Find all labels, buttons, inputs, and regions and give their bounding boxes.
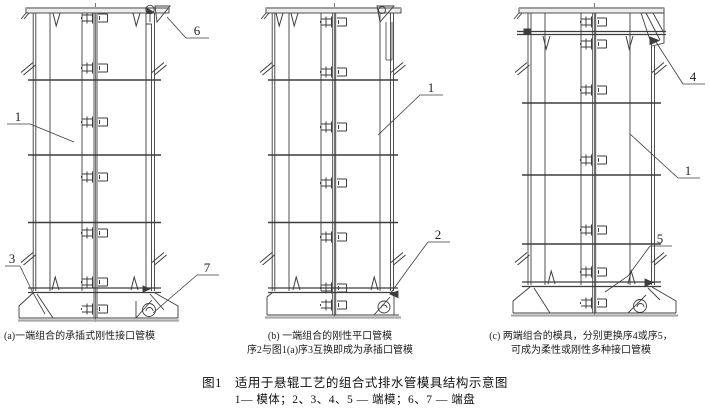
part-label-number: 5 <box>657 231 664 246</box>
mold-a-shell-lines <box>32 13 155 318</box>
mold-c-base-flare <box>511 270 678 317</box>
figure-legend: 1— 模体；2、3、4、5 — 端模；6、7 — 端盘 <box>234 394 476 406</box>
mold-a-callouts: 1 3 6 7 <box>5 16 219 315</box>
mold-b-seam-clamps <box>320 16 347 311</box>
part-callout-c-4: 4 <box>655 41 705 85</box>
part-callout-c-5: 5 <box>604 231 672 293</box>
part-label-number: 6 <box>194 23 201 38</box>
part-callout-b-1: 1 <box>377 80 443 136</box>
mold-a-seam-clamps <box>81 12 108 315</box>
part-label-number: 4 <box>690 69 697 84</box>
part-label-number: 3 <box>9 251 16 266</box>
panel-c-caption-line1: (c) 两端组合的模具，分别更换序4或序5， <box>489 331 673 342</box>
panel-b-caption-line1: (b) 一端组合的刚性平口管模 <box>267 331 393 342</box>
part-callout-c-1: 1 <box>629 133 700 179</box>
mold-b-top-plate <box>260 7 402 27</box>
part-callout-a-6: 6 <box>166 16 209 39</box>
part-label-number: 1 <box>685 163 692 178</box>
pipe-mold-drawing-a: 1 3 6 7 <box>5 3 219 322</box>
mold-b-shell-lines <box>271 13 394 315</box>
mold-b-base <box>265 276 401 319</box>
part-callout-a-3: 3 <box>5 251 46 315</box>
part-callout-b-2: 2 <box>389 227 450 295</box>
panel-a-caption: (a)一端组合的承插式刚性接口管模 <box>0 330 164 344</box>
mold-c-end-piece-4 <box>640 12 665 47</box>
pipe-mold-drawing-b: 1 2 <box>259 3 450 319</box>
diagram-canvas: 1 3 6 7 <box>5 3 705 322</box>
panel-c-caption: (c) 两端组合的模具，分别更换序4或序5， 可成为柔性或刚性多种接口管模 <box>452 330 710 358</box>
mold-b-end-disc <box>376 5 395 61</box>
figure-title: 图1 适用于悬辊工艺的组合式排水管模具结构示意图 <box>202 376 508 390</box>
panel-a-caption-line1: (a)一端组合的承插式刚性接口管模 <box>4 331 156 342</box>
mold-c-callouts: 4 1 5 <box>604 41 705 293</box>
panel-b-caption: (b) 一端组合的刚性平口管模 序2与图1(a)序3互换即成为承插口管模 <box>225 330 435 358</box>
part-label-number: 2 <box>435 227 442 242</box>
pipe-mold-drawing-c: 4 1 5 <box>511 3 705 317</box>
part-callout-a-7: 7 <box>152 260 219 314</box>
panel-c-caption-line2: 可成为柔性或刚性多种接口管模 <box>511 345 651 356</box>
mold-b-callouts: 1 2 <box>377 80 450 295</box>
mold-c-top-plate <box>513 7 665 20</box>
mold-c-collar <box>517 28 666 50</box>
part-label-number: 1 <box>428 80 435 95</box>
mold-c-shell-lines <box>527 13 655 313</box>
part-label-number: 7 <box>204 260 211 275</box>
panel-b-caption-line2: 序2与图1(a)序3互换即成为承插口管模 <box>246 345 414 356</box>
mold-b-bands <box>268 79 398 224</box>
mold-a-bands <box>28 79 161 224</box>
mold-c-bands <box>522 102 661 245</box>
mold-a-base-flare <box>18 276 179 322</box>
mold-c-seam-clamps <box>580 16 607 309</box>
mold-a-top-plate <box>20 7 170 27</box>
part-label-number: 1 <box>15 109 22 124</box>
mold-a-end-disc-6 <box>145 4 171 24</box>
part-callout-a-1: 1 <box>7 109 75 143</box>
